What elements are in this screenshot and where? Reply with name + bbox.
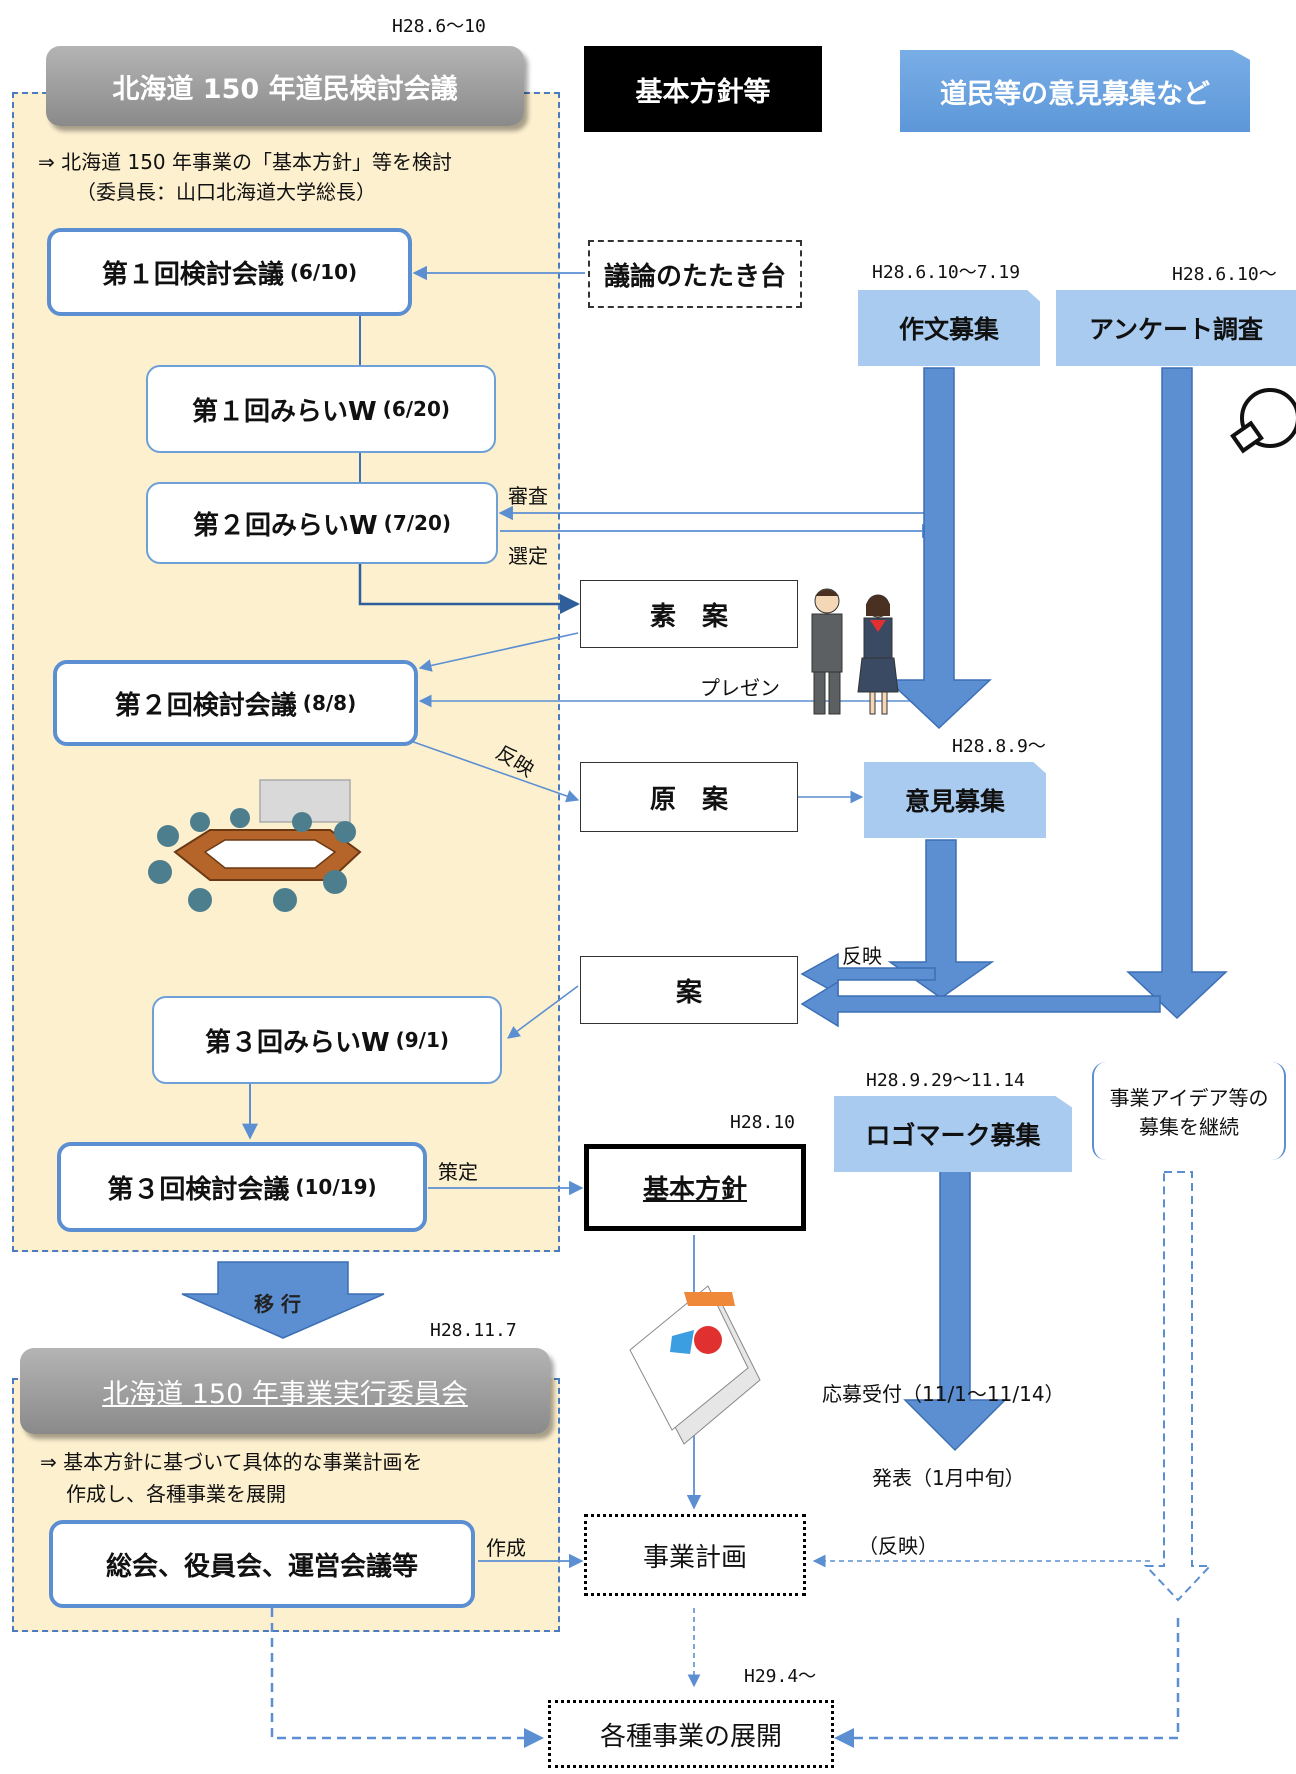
public-header: 道民等の意見募集など: [900, 50, 1250, 132]
label-reflect-2: 反映: [842, 944, 882, 968]
basic-policy-label: 基本方針: [642, 1175, 747, 1205]
documents-illustration: [629, 1285, 761, 1445]
workshop-2: 第２回みらいW(7/20): [146, 482, 498, 564]
executive-header: 北海道 150 年事業実行委員会: [20, 1348, 550, 1434]
workshop-3: 第３回みらいW(9/1): [152, 996, 502, 1084]
lightbulb-icon: [1230, 388, 1296, 454]
meeting-2: 第２回検討会議(8/8): [53, 660, 418, 746]
executive-meetings: 総会、役員会、運営会議等: [49, 1520, 475, 1608]
draft-plan: 案: [580, 956, 798, 1024]
workshop-3-date: (9/1): [395, 1028, 450, 1052]
business-plan: 事業計画: [584, 1514, 806, 1596]
executive-purpose-line1: ⇒ 基本方針に基づいて具体的な事業計画を: [40, 1450, 423, 1474]
executive-header-label: 北海道 150 年事業実行委員会: [102, 1378, 468, 1410]
ideas-continue: 事業アイデア等の募集を継続: [1092, 1062, 1286, 1160]
policy-header: 基本方針等: [584, 46, 822, 132]
essay-recruitment: 作文募集: [858, 290, 1040, 366]
label-review: 審査: [508, 484, 548, 508]
label-decide: 策定: [438, 1160, 478, 1184]
workshop-1: 第１回みらいW(6/20): [146, 365, 496, 453]
logo-period: H28.9.29～11.14: [866, 1070, 1025, 1091]
label-select: 選定: [508, 544, 548, 568]
workshop-1-date: (6/20): [382, 397, 451, 421]
opinion-recruitment: 意見募集: [864, 762, 1046, 838]
workshop-2-name: 第２回みらいW: [192, 510, 378, 541]
meeting-1-date: (6/10): [289, 260, 358, 284]
survey: アンケート調査: [1056, 290, 1296, 366]
survey-period: H28.6.10～: [1172, 264, 1277, 285]
label-presentation: プレゼン: [700, 676, 780, 700]
committee-purpose-line1: ⇒ 北海道 150 年事業の「基本方針」等を検討: [38, 150, 453, 174]
discussion-base: 議論のたたき台: [588, 240, 802, 308]
workshop-1-name: 第１回みらいW: [191, 396, 377, 427]
committee-purpose-line2: （委員長：山口北海道大学総長）: [76, 180, 376, 204]
ideas-continue-label: 事業アイデア等の募集を継続: [1109, 1086, 1269, 1139]
committee-period: H28.6～10: [392, 16, 486, 37]
draft-outline: 素 案: [580, 580, 798, 648]
students-illustration: [811, 588, 899, 715]
logo-announce: 発表（1月中旬）: [872, 1466, 1025, 1490]
label-transition: 移 行: [254, 1292, 301, 1316]
meeting-3-name: 第３回検討会議: [107, 1174, 290, 1205]
meeting-3: 第３回検討会議(10/19): [57, 1142, 427, 1232]
draft-original: 原 案: [580, 762, 798, 832]
meeting-table-illustration: [148, 779, 362, 912]
basic-policy: 基本方針: [584, 1144, 806, 1231]
essay-period: H28.6.10～7.19: [872, 262, 1021, 283]
committee-header: 北海道 150 年道民検討会議: [46, 46, 524, 126]
meeting-2-date: (8/8): [302, 691, 357, 715]
logo-reception: 応募受付（11/1～11/14）: [822, 1382, 1065, 1406]
deployment: 各種事業の展開: [548, 1700, 834, 1768]
label-create: 作成: [486, 1536, 526, 1560]
meeting-1-name: 第１回検討会議: [101, 259, 284, 290]
meeting-3-date: (10/19): [295, 1175, 377, 1199]
meeting-2-name: 第２回検討会議: [114, 690, 297, 721]
workshop-3-name: 第３回みらいW: [204, 1027, 390, 1058]
basic-policy-date: H28.10: [730, 1112, 796, 1133]
label-reflect-paren: （反映）: [858, 1534, 938, 1558]
workshop-2-date: (7/20): [383, 511, 452, 535]
logo-recruitment: ロゴマーク募集: [834, 1096, 1072, 1172]
deployment-date: H29.4～: [744, 1666, 817, 1687]
opinion-period: H28.8.9～: [952, 736, 1046, 757]
meeting-1: 第１回検討会議(6/10): [47, 228, 412, 316]
executive-purpose-line2: 作成し、各種事業を展開: [66, 1482, 286, 1506]
executive-date: H28.11.7: [430, 1320, 517, 1341]
